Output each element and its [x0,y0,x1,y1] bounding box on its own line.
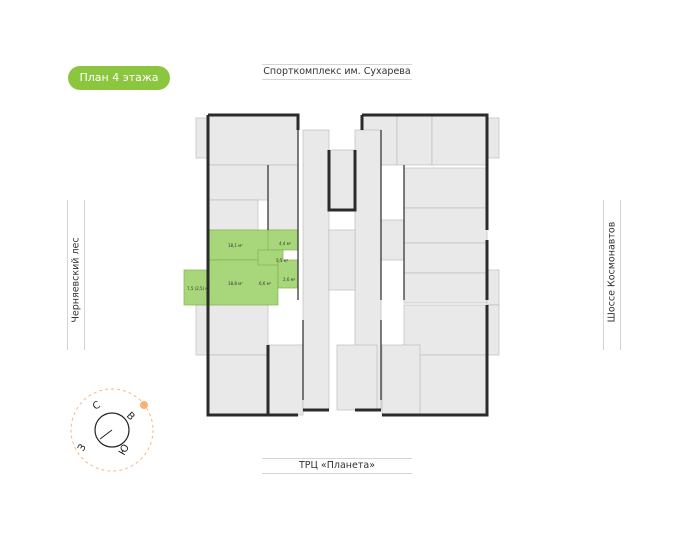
landmark-top-label: Спорткомплекс им. Сухарева [263,66,411,77]
room-area: 6,6 м² [259,281,272,286]
room-area: 5,5 м² [276,258,289,263]
compass-north: С [91,400,103,413]
floor-label-badge: План 4 этажа [68,66,170,90]
compass-east: В [124,410,137,423]
sun-icon [140,401,148,409]
landmark-bottom: ТРЦ «Планета» [262,458,412,474]
compass-south: Ю [117,442,132,457]
room-area: 7,5 (2,5) м² [187,286,210,291]
compass-west: З [76,442,89,453]
landmark-top: Спорткомплекс им. Сухарева [262,64,412,80]
compass: С В Ю З [70,388,154,472]
landmark-bottom-label: ТРЦ «Планета» [299,460,375,471]
room-area: 2,6 м² [283,277,296,282]
room-area: 18,8 м² [228,281,243,286]
room-area: 4,4 м² [279,241,292,246]
room-area: 18,1 м² [228,243,243,248]
